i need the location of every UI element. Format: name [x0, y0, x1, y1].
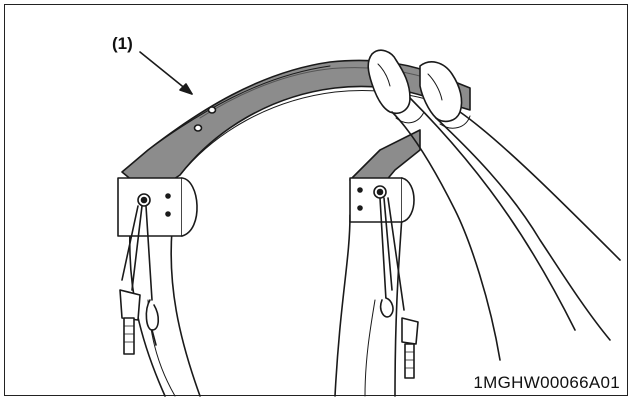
- right-post: [334, 214, 403, 397]
- left-post: [128, 229, 201, 397]
- figure-code: 1MGHW00066A01: [473, 373, 620, 392]
- callout-leader: [139, 51, 193, 95]
- callout-label: (1): [112, 34, 133, 53]
- left-hinge-bracket: [117, 177, 198, 237]
- operator-arms: [367, 49, 621, 361]
- left-lock-pins: [119, 205, 160, 355]
- right-lock-pins: [379, 197, 419, 379]
- right-hinge-bracket: [349, 177, 415, 223]
